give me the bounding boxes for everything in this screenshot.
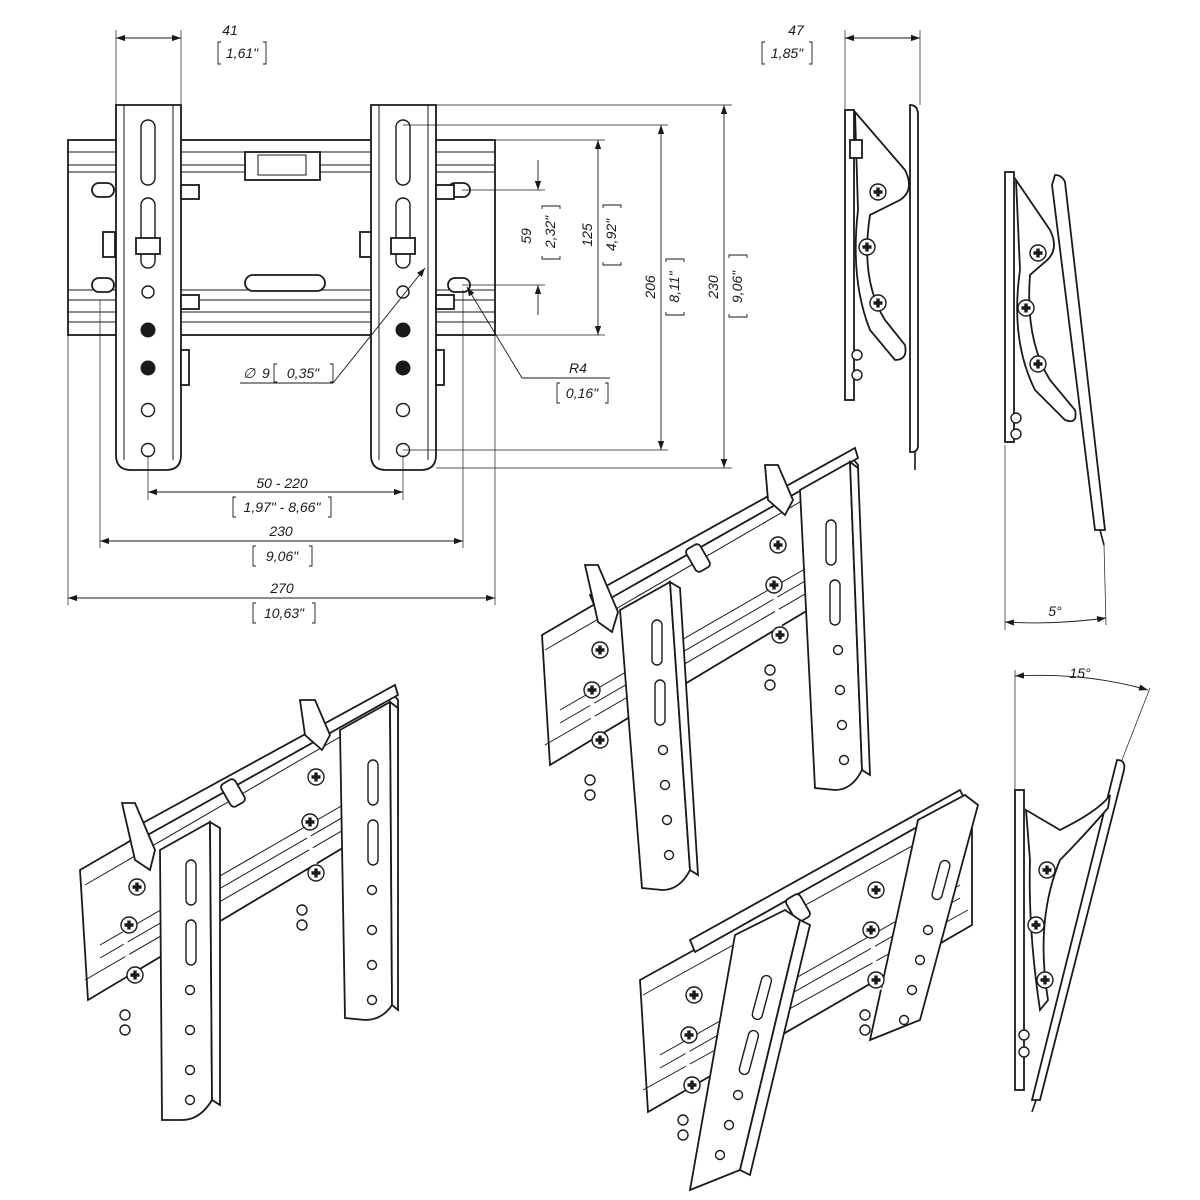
dim-depth-mm: 47 — [788, 22, 805, 38]
dim-radius-mm: R4 — [569, 360, 587, 376]
right-vertical-arm — [370, 104, 455, 471]
dim-vesa-horizontal-in: 1,97" - 8,66" — [244, 499, 322, 515]
dim-206-mm: 206 — [642, 275, 658, 300]
dim-125-in: 4,92" — [603, 218, 619, 251]
isometric-view-bottom-right-tilted — [639, 788, 980, 1192]
dimension-vertical-set: 59 2,32" 125 4,92" 206 8,11" 230 9,06" — [403, 104, 748, 469]
dim-total-width-mm: 270 — [269, 580, 294, 596]
dim-41-in: 1,61" — [226, 45, 259, 61]
dim-diameter-in: 0,35" — [287, 365, 320, 381]
side-view-tilt-15: 15° — [1014, 665, 1151, 1113]
dim-diameter-mm: 9 — [262, 365, 270, 381]
front-view: 41 1,61" 59 2,32" 125 4,92" 206 — [67, 22, 748, 624]
dim-rail-width-in: 9,06" — [266, 548, 299, 564]
dim-rail-width-mm: 230 — [268, 523, 293, 539]
dimension-arm-width: 41 1,61" — [115, 22, 267, 105]
isometric-view-top-right — [541, 446, 871, 891]
dim-59-in: 2,32" — [542, 215, 558, 249]
dim-206-in: 8,11" — [666, 270, 682, 302]
dim-total-width-in: 10,63" — [264, 605, 305, 621]
dim-depth-in: 1,85" — [771, 45, 804, 61]
isometric-view-bottom-left — [79, 683, 400, 1121]
left-vertical-arm — [115, 104, 200, 471]
dim-59-mm: 59 — [518, 228, 534, 244]
dim-diameter-symbol: ∅ — [243, 365, 256, 381]
tilt-angle-max: 15° — [1069, 665, 1091, 681]
dim-230-height-mm: 230 — [705, 275, 721, 300]
dim-41-mm: 41 — [222, 22, 238, 38]
side-view-flat: 47 1,85" — [761, 22, 921, 470]
dim-vesa-horizontal-mm: 50 - 220 — [256, 475, 308, 491]
side-view-tilt-5: 5° — [1004, 171, 1107, 630]
dim-radius-in: 0,16" — [566, 385, 599, 401]
dim-230-height-in: 9,06" — [729, 270, 745, 303]
dim-125-mm: 125 — [579, 223, 595, 247]
radius-callout: R4 0,16" — [466, 286, 610, 404]
hole-diameter-callout: ∅ 9 0,35" — [240, 267, 426, 384]
tilt-angle-min: 5° — [1048, 603, 1062, 619]
dimension-horizontal-set: 50 - 220 1,97" - 8,66" 230 9,06" 270 10,… — [67, 290, 496, 624]
